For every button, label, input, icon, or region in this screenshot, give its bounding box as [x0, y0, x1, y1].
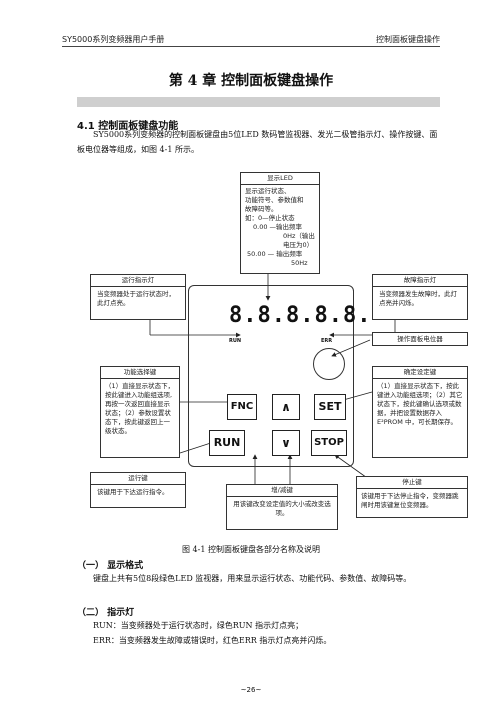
- display-format-body: 键盘上共有5位8段绿色LED 监视器，用来显示运行状态、功能代码、参数值、故障码…: [93, 574, 412, 583]
- display-led-body: 显示运行状态、 功能符号、参数值和 故障码等。 如：0—停止状态 0.00 —输…: [241, 185, 319, 270]
- page-number: ~26~: [240, 686, 262, 694]
- indicators-heading: （二） 指示灯: [77, 608, 135, 618]
- section-heading: 4.1 控制面板键盘功能: [77, 121, 179, 132]
- run-indicator-title: 运行指示灯: [91, 275, 185, 287]
- display-led-line: 功能符号、参数值和: [245, 196, 304, 204]
- func-key-callout: 功能选择键 （1）直接显示状态下，按此键进入功能组选项,再按一次返回直接显示状态…: [100, 366, 180, 458]
- set-key-title: 确定设定键: [373, 367, 467, 379]
- fnc-key[interactable]: FNC: [227, 394, 257, 420]
- err-led-label: ERR: [321, 338, 333, 344]
- pot-label: 操作面板电位器: [372, 332, 468, 346]
- run-led-label: RUN: [229, 338, 242, 344]
- indicators-err-line: ERR：当变频器发生故障或错误时，红色ERR 指示灯点亮并闪烁。: [93, 636, 332, 645]
- run-key[interactable]: RUN: [209, 430, 245, 456]
- chapter-title: 第 4 章 控制面板键盘操作: [168, 73, 334, 89]
- indicators-run-line: RUN：当变频器处于运行状态时，绿色RUN 指示灯点亮；: [93, 621, 304, 630]
- updown-key-body: 用该键改变设定值的大小或改变选项。: [233, 500, 331, 517]
- up-key[interactable]: ∧: [272, 394, 300, 420]
- section-intro: SY5000系列变频器的控制面板键盘由5位LED 数码管监视器、发光二极管指示灯…: [77, 130, 438, 154]
- set-key[interactable]: SET: [314, 394, 346, 420]
- stop-key-callout: 停止键 该键用于下达停止指令，变频器跳闸时用该键复位变频器。: [356, 476, 468, 518]
- stop-key-title: 停止键: [357, 477, 467, 489]
- run-indicator-body: 当变频器处于运行状态时，此灯点亮。: [97, 290, 175, 307]
- display-led-callout: 显示LED 显示运行状态、 功能符号、参数值和 故障码等。 如：0—停止状态 0…: [240, 172, 320, 274]
- display-led-line: 电压为0）: [283, 241, 314, 249]
- display-led-title: 显示LED: [241, 173, 319, 185]
- fault-indicator-body: 当变频器发生故障时，此灯点亮并闪烁。: [379, 290, 457, 307]
- func-key-body: （1）直接显示状态下，按此键进入功能组选项,再按一次返回直接显示状态；（2）参数…: [105, 382, 175, 435]
- run-indicator-callout: 运行指示灯 当变频器处于运行状态时，此灯点亮。: [90, 274, 186, 320]
- title-bar: [77, 97, 440, 107]
- run-key-callout: 运行键 该键用于下达运行指令。: [90, 472, 186, 508]
- header-rule: [62, 46, 440, 47]
- func-key-title: 功能选择键: [101, 367, 179, 379]
- fault-indicator-callout: 故障指示灯 当变频器发生故障时，此灯点亮并闪烁。: [372, 274, 468, 320]
- fault-indicator-title: 故障指示灯: [373, 275, 467, 287]
- header-right: 控制面板键盘操作: [376, 35, 440, 44]
- display-led-line: 故障码等。: [245, 205, 278, 213]
- display-led-line: 如：0—停止状态: [245, 214, 295, 222]
- down-key[interactable]: ∨: [272, 430, 300, 456]
- potentiometer-knob[interactable]: [313, 348, 345, 380]
- updown-key-callout: 增/减键 用该键改变设定值的大小或改变选项。: [226, 484, 338, 530]
- display-led-line: 显示运行状态、: [245, 187, 291, 195]
- display-led-line: 50Hz: [291, 259, 308, 267]
- set-key-body: （1）直接显示状态下，按此键进入功能组选项；（2）其它状态下，按此键确认选项或数…: [377, 382, 463, 426]
- led-display: 8.8.8.8.8.: [229, 303, 372, 328]
- stop-key[interactable]: STOP: [311, 430, 347, 456]
- control-panel: 8.8.8.8.8. RUN ERR FNC ∧ SET RUN ∨ STOP: [188, 285, 370, 467]
- header-left: SY5000系列变频器用户手册: [62, 35, 165, 44]
- run-key-body: 该键用于下达运行指令。: [97, 488, 169, 496]
- run-key-title: 运行键: [91, 473, 185, 485]
- display-led-line: 0Hz（输出: [283, 232, 315, 240]
- stop-key-body: 该键用于下达停止指令，变频器跳闸时用该键复位变频器。: [361, 492, 459, 509]
- figure-caption: 图 4-1 控制面板键盘各部分名称及说明: [182, 545, 320, 554]
- display-format-heading: （一） 显示格式: [77, 561, 144, 571]
- display-led-line: 50.00 — 输出频率: [247, 250, 303, 258]
- set-key-callout: 确定设定键 （1）直接显示状态下，按此键进入功能组选项；（2）其它状态下，按此键…: [372, 366, 468, 458]
- updown-key-title: 增/减键: [227, 485, 337, 497]
- display-led-line: 0.00 —输出频率: [253, 223, 303, 231]
